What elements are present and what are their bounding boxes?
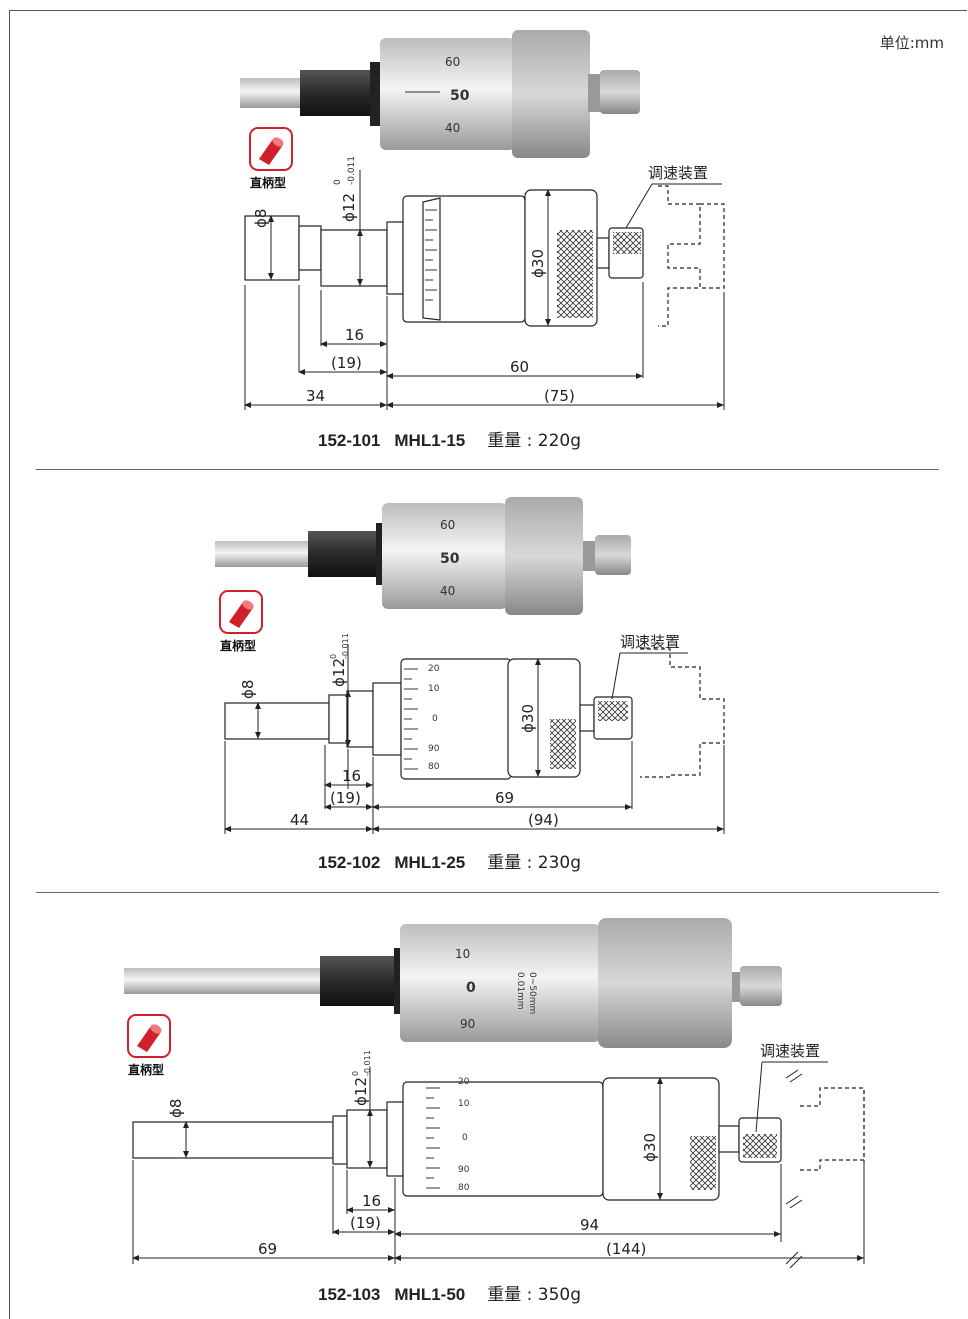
svg-text:34: 34 xyxy=(306,387,325,405)
svg-text:调速装置: 调速装置 xyxy=(648,164,708,182)
model-name: MHL1-25 xyxy=(394,853,466,872)
svg-text:(19): (19) xyxy=(330,789,361,807)
weight-value: 350g xyxy=(537,1285,582,1305)
svg-text:调速装置: 调速装置 xyxy=(760,1042,820,1060)
technical-drawing xyxy=(244,185,725,327)
svg-text:(144): (144) xyxy=(606,1240,646,1258)
product-photo: 60 50 40 xyxy=(215,497,631,615)
svg-text:60: 60 xyxy=(510,358,529,376)
product-photo: 10 0 90 0~50mm 0.01mm xyxy=(124,918,782,1048)
dimension-lines xyxy=(224,644,725,834)
svg-text:16: 16 xyxy=(362,1192,381,1210)
svg-text:-0.011: -0.011 xyxy=(347,156,357,185)
model-name: MHL1-15 xyxy=(394,431,466,450)
svg-text:69: 69 xyxy=(258,1240,277,1258)
straight-shank-icon xyxy=(127,1014,171,1058)
svg-text:0: 0 xyxy=(462,1133,468,1143)
straight-shank-label: 直柄型 xyxy=(128,1063,165,1077)
svg-text:69: 69 xyxy=(495,789,514,807)
svg-text:(94): (94) xyxy=(528,811,559,829)
svg-text:0: 0 xyxy=(432,714,438,724)
svg-text:ϕ12: ϕ12 xyxy=(352,1077,370,1106)
svg-text:ϕ30: ϕ30 xyxy=(529,249,547,278)
svg-text:40: 40 xyxy=(440,584,455,598)
svg-text:ϕ30: ϕ30 xyxy=(519,704,537,733)
model-code: 152-102 xyxy=(318,853,381,872)
section-divider xyxy=(36,892,939,893)
weight-value: 230g xyxy=(537,853,582,873)
svg-text:16: 16 xyxy=(345,326,364,344)
svg-text:10: 10 xyxy=(428,684,440,694)
model-section-152-103: 10 0 90 0~50mm 0.01mm xyxy=(0,892,968,1319)
svg-text:-0.011: -0.011 xyxy=(341,633,350,659)
svg-text:20: 20 xyxy=(428,664,440,674)
svg-text:(19): (19) xyxy=(331,354,362,372)
technical-drawing xyxy=(132,1077,865,1201)
dimension-lines xyxy=(132,1061,865,1269)
svg-text:0~50mm: 0~50mm xyxy=(527,972,537,1014)
svg-text:90: 90 xyxy=(460,1017,475,1031)
svg-text:ϕ8: ϕ8 xyxy=(167,1099,185,1118)
svg-text:ϕ8: ϕ8 xyxy=(252,209,270,228)
svg-text:60: 60 xyxy=(445,55,460,69)
straight-shank-icon xyxy=(219,590,263,634)
straight-shank-label: 直柄型 xyxy=(220,639,257,653)
drawing-152-102: 60 50 40 20 10 0 xyxy=(215,497,725,834)
straight-shank-icon xyxy=(249,127,293,171)
svg-text:50: 50 xyxy=(440,551,460,567)
technical-drawing xyxy=(224,648,725,780)
model-name: MHL1-50 xyxy=(394,1285,466,1304)
svg-text:60: 60 xyxy=(440,518,455,532)
model-code: 152-103 xyxy=(318,1285,381,1304)
weight-label: 重量 xyxy=(487,1285,522,1305)
straight-shank-label: 直柄型 xyxy=(250,176,287,190)
page-frame xyxy=(9,10,967,1319)
svg-text:10: 10 xyxy=(455,947,470,961)
drawing-152-101: 60 50 40 xyxy=(240,30,725,410)
svg-text:90: 90 xyxy=(458,1165,470,1175)
svg-text:0: 0 xyxy=(329,654,338,659)
model-section-152-101: 60 50 40 xyxy=(0,0,968,469)
drawing-152-103: 10 0 90 0~50mm 0.01mm xyxy=(124,918,865,1269)
svg-text:0: 0 xyxy=(351,1071,360,1076)
svg-text:80: 80 xyxy=(428,762,440,772)
svg-text:ϕ8: ϕ8 xyxy=(239,680,257,699)
svg-text:ϕ30: ϕ30 xyxy=(641,1133,659,1162)
svg-text:0: 0 xyxy=(333,179,343,185)
svg-text:94: 94 xyxy=(580,1216,599,1234)
svg-text:(19): (19) xyxy=(350,1214,381,1232)
svg-text:-0.011: -0.011 xyxy=(363,1050,372,1076)
model-code: 152-101 xyxy=(318,431,381,450)
weight-value: 220g xyxy=(537,431,582,451)
product-photo: 60 50 40 xyxy=(240,30,640,158)
svg-text:调速装置: 调速装置 xyxy=(620,633,680,651)
section-divider xyxy=(36,469,939,470)
svg-text:ϕ12: ϕ12 xyxy=(340,193,358,222)
svg-text:90: 90 xyxy=(428,744,440,754)
model-section-152-102: 60 50 40 20 10 0 xyxy=(0,469,968,892)
unit-label: 单位:mm xyxy=(879,34,944,52)
svg-text:ϕ12: ϕ12 xyxy=(330,658,348,687)
svg-text:44: 44 xyxy=(290,811,309,829)
weight-label: 重量 xyxy=(487,431,522,451)
svg-text:16: 16 xyxy=(342,767,361,785)
svg-text:0.01mm: 0.01mm xyxy=(515,972,525,1010)
svg-text:40: 40 xyxy=(445,121,460,135)
svg-text:50: 50 xyxy=(450,88,470,104)
svg-text:20: 20 xyxy=(458,1077,470,1087)
dimension-lines xyxy=(244,170,725,410)
weight-label: 重量 xyxy=(487,853,522,873)
svg-text:(75): (75) xyxy=(544,387,575,405)
svg-text:0: 0 xyxy=(466,980,476,996)
svg-text:80: 80 xyxy=(458,1183,470,1193)
svg-text:10: 10 xyxy=(458,1099,470,1109)
